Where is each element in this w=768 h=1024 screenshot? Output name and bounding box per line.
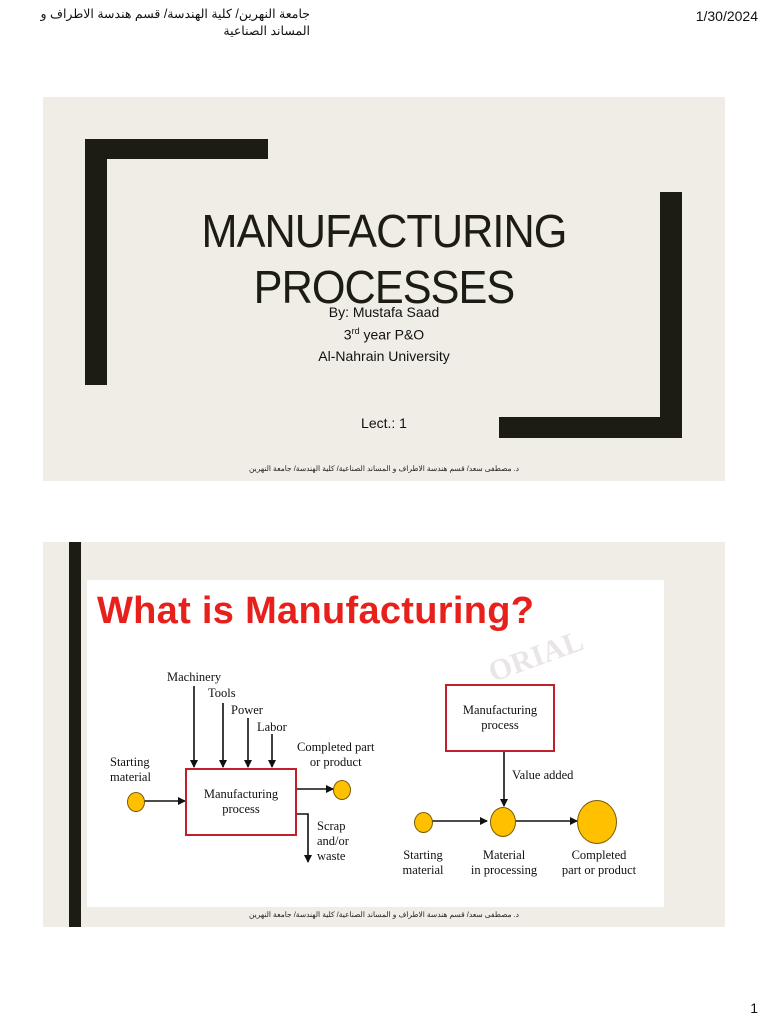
right-label-completed: Completed part or product xyxy=(559,848,639,878)
page-number: 1 xyxy=(750,1000,758,1016)
year-course: 3rd year P&O xyxy=(43,326,725,343)
arrow-to-scrap xyxy=(295,813,312,863)
manufacturing-figure: What is Manufacturing? ORIAL xyxy=(87,580,664,907)
right-process-line2: process xyxy=(481,718,519,732)
header-date: 1/30/2024 xyxy=(695,8,758,24)
starting-line1: Starting xyxy=(110,755,150,769)
label-completed-part: Completed part or product xyxy=(297,740,374,770)
right-starting-line2: material xyxy=(402,863,444,877)
author: By: Mustafa Saad xyxy=(328,304,440,320)
process-line2: process xyxy=(222,802,260,816)
lecture-number: Lect.: 1 xyxy=(361,415,407,431)
starting-line2: material xyxy=(110,770,151,784)
starting-material-dot xyxy=(127,792,145,812)
right-starting-line1: Starting xyxy=(403,848,443,862)
right-label-in-processing: Material in processing xyxy=(464,848,544,878)
process-line1: Manufacturing xyxy=(203,787,279,801)
label-starting-material: Starting material xyxy=(110,755,151,785)
header-institution-line1: جامعة النهرين/ كلية الهندسة/ قسم هندسة ا… xyxy=(40,7,310,21)
manufacturing-process-box: Manufacturing process xyxy=(185,768,297,836)
slide-title: MANUFACTURING PROCESSES By: Mustafa Saad… xyxy=(43,97,725,481)
university: Al-Nahrain University xyxy=(318,348,450,364)
process-label: Manufacturing process xyxy=(204,787,278,817)
frame-bar-right xyxy=(660,192,682,438)
slide-footer: د. مصطفى سعد/ قسم هندسة الاطراف و المسان… xyxy=(248,910,520,919)
year-ordinal: rd xyxy=(351,326,360,336)
header-institution-line2: المساند الصناعية xyxy=(223,24,310,38)
label-power: Power xyxy=(231,703,263,717)
label-value-added: Value added xyxy=(512,768,574,782)
scrap-line1: Scrap xyxy=(317,819,346,833)
frame-bar-top xyxy=(85,139,268,159)
slide-title-text: MANUFACTURING PROCESSES xyxy=(63,203,704,315)
completed-line2: or product xyxy=(309,755,362,769)
slide-manufacturing: What is Manufacturing? ORIAL xyxy=(43,542,725,927)
scrap-line2: and/or xyxy=(317,834,349,848)
frame-bar-bottom xyxy=(499,417,682,438)
diagram-arrows xyxy=(143,686,578,863)
right-completed-line2: part or product xyxy=(561,863,637,877)
scrap-line3: waste xyxy=(317,849,346,863)
year-number: 3 xyxy=(343,326,352,343)
right-process-box: Manufacturing process xyxy=(445,684,555,752)
completed-line1: Completed part xyxy=(297,740,375,754)
label-machinery: Machinery xyxy=(167,670,222,684)
right-processing-line1: Material xyxy=(482,848,526,862)
header-institution: جامعة النهرين/ كلية الهندسة/ قسم هندسة ا… xyxy=(10,6,310,40)
right-completed-line1: Completed xyxy=(571,848,627,862)
label-labor: Labor xyxy=(257,720,287,734)
figure-heading: What is Manufacturing? xyxy=(97,590,535,632)
completed-part-dot xyxy=(333,780,351,800)
slide-footer: د. مصطفى سعد/ قسم هندسة الاطراف و المسان… xyxy=(248,464,520,473)
title-line1: MANUFACTURING xyxy=(201,205,568,257)
right-starting-dot xyxy=(414,812,433,833)
label-tools: Tools xyxy=(208,686,236,700)
right-process-line1: Manufacturing xyxy=(462,703,538,717)
right-processing-line2: in processing xyxy=(470,863,538,877)
year-rest: year P&O xyxy=(359,326,425,343)
title-line2: PROCESSES xyxy=(253,261,516,313)
frame-bar-left xyxy=(85,139,107,385)
right-process-label: Manufacturing process xyxy=(463,703,537,733)
right-label-starting: Starting material xyxy=(393,848,453,878)
completed-product-dot xyxy=(577,800,617,844)
accent-bar xyxy=(69,542,81,927)
in-processing-dot xyxy=(490,807,516,837)
label-scrap: Scrap and/or waste xyxy=(317,819,349,864)
